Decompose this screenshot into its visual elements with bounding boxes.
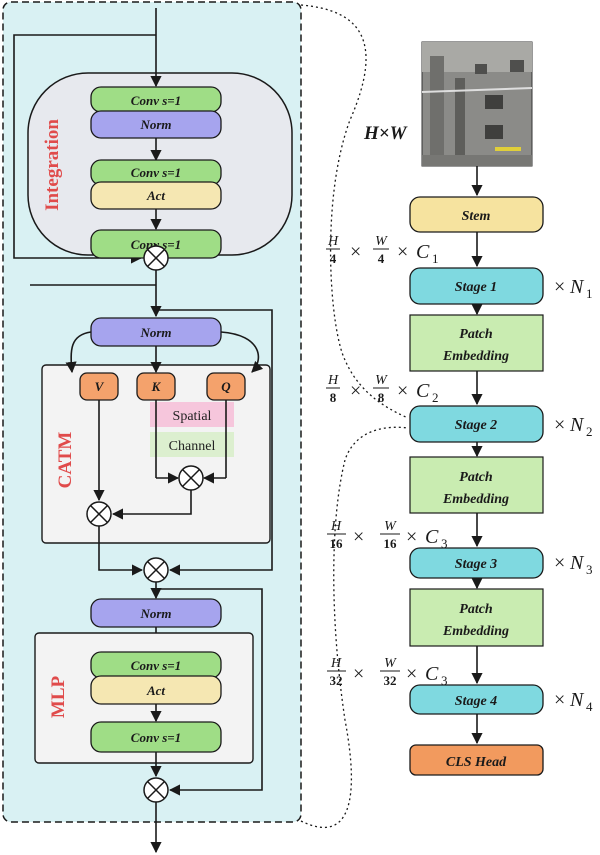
rep-label-1: × N 1 [554,276,593,301]
v-label: V [95,379,105,394]
patch-embed-3-line1: Patch [459,602,493,617]
stage4-label: Stage 4 [455,694,497,709]
svg-text:2: 2 [586,424,593,439]
patch-embed-3 [409,588,544,647]
rep-label-4: × N 4 [554,689,593,714]
catm-norm-label: Norm [139,325,171,340]
svg-text:C: C [416,241,430,263]
patch-embed-1 [409,314,544,372]
cls-head-label: CLS Head [446,755,507,770]
dim-annotation-4: H 32 × W 32 × C 3 [327,656,448,688]
svg-text:×: × [397,380,408,402]
patch-embed-3-line2: Embedding [442,624,509,639]
channel-label: Channel [169,439,216,454]
svg-text:3: 3 [441,536,448,551]
svg-text:C: C [416,380,430,402]
svg-text:8: 8 [378,390,385,405]
input-size-label: H×W [363,123,408,144]
multiply-icon [178,465,204,491]
mlp-norm-label: Norm [139,606,171,621]
catm-title: CATM [55,432,76,489]
mlp-act-label: Act [146,683,165,698]
channel-box [150,432,234,457]
svg-text:16: 16 [330,536,344,551]
svg-text:N: N [569,414,585,436]
svg-text:C: C [425,526,439,548]
patch-embed-1-line2: Embedding [442,349,509,364]
svg-text:4: 4 [586,699,593,714]
input-image [421,41,533,167]
int-norm-label: Norm [139,117,171,132]
patch-embed-1-line1: Patch [459,327,493,342]
svg-text:8: 8 [330,390,337,405]
svg-text:H: H [327,373,339,388]
svg-text:×: × [353,526,364,548]
svg-text:×: × [406,663,417,685]
svg-text:N: N [569,276,585,298]
int-conv2-label: Conv s=1 [131,165,181,180]
mlp-conv2-label: Conv s=1 [131,730,181,745]
svg-text:3: 3 [586,562,593,577]
mlp-conv1-label: Conv s=1 [131,658,181,673]
k-label: K [151,379,162,394]
q-label: Q [221,379,231,394]
multiply-icon [143,777,169,803]
svg-text:×: × [554,414,565,436]
spatial-box [150,402,234,427]
svg-text:×: × [350,241,361,263]
svg-text:×: × [554,689,565,711]
svg-text:×: × [554,276,565,298]
svg-text:2: 2 [432,390,439,405]
svg-text:32: 32 [330,673,343,688]
svg-text:4: 4 [330,251,337,266]
stage2-label: Stage 2 [455,418,497,433]
spatial-label: Spatial [173,409,212,424]
stage3-label: Stage 3 [455,557,497,572]
svg-text:×: × [353,663,364,685]
svg-text:W: W [375,234,388,249]
dim-annotation-3: H 16 × W 16 × C 3 [327,519,448,551]
svg-text:H: H [330,656,342,671]
svg-text:N: N [569,689,585,711]
multiply-icon [143,245,169,271]
svg-text:1: 1 [432,251,439,266]
integration-title: Integration [42,119,63,211]
svg-text:×: × [397,241,408,263]
int-conv1-label: Conv s=1 [131,93,181,108]
multiply-icon [143,557,169,583]
svg-text:N: N [569,552,585,574]
svg-text:3: 3 [441,673,448,688]
stage1-label: Stage 1 [455,280,497,295]
patch-embed-2-line2: Embedding [442,492,509,507]
stem-label: Stem [462,209,491,224]
multiply-icon [86,501,112,527]
mlp-title: MLP [48,676,69,719]
svg-text:1: 1 [586,286,593,301]
cls-head-box [409,744,544,776]
svg-text:W: W [384,656,397,671]
svg-text:W: W [384,519,397,534]
svg-text:×: × [406,526,417,548]
svg-text:×: × [554,552,565,574]
svg-text:H: H [327,234,339,249]
dotted-connector-bottom [300,426,409,828]
dim-annotation-1: H 4 × W 4 × C 1 [326,234,439,266]
rep-label-2: × N 2 [554,414,593,439]
dotted-connector-top [300,4,409,419]
dim-annotation-2: H 8 × W 8 × C 2 [326,373,439,405]
int-act-label: Act [146,188,165,203]
svg-text:W: W [375,373,388,388]
rep-label-3: × N 3 [554,552,593,577]
svg-text:H: H [330,519,342,534]
svg-text:×: × [350,380,361,402]
patch-embed-2 [409,456,544,514]
svg-text:4: 4 [378,251,385,266]
svg-text:C: C [425,663,439,685]
svg-text:16: 16 [384,536,398,551]
svg-text:32: 32 [384,673,397,688]
patch-embed-2-line1: Patch [459,470,493,485]
